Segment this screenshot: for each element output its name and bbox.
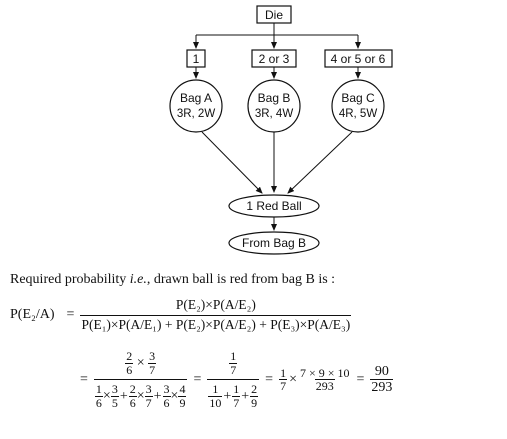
bag-a-content: 3R, 2W [177, 108, 215, 120]
formula-lhs: P(E₂/A) [10, 307, 55, 323]
formula-equals: = [66, 307, 75, 323]
calc-equals-4: = [356, 371, 365, 387]
formula-fraction: P(E₂)×P(A/E₂) P(E₁)×P(A/E₁) + P(E₂)×P(A/… [80, 297, 352, 333]
bag-c-name: Bag C [341, 91, 375, 105]
bayes-formula: P(E₂/A) = P(E₂)×P(A/E₂) P(E₁)×P(A/E₁) + … [10, 297, 352, 333]
answer-denominator: 293 [370, 379, 394, 396]
calc-equals-2: = [193, 371, 202, 387]
tree-diagram: Die 1 2 or 3 4 or 5 or 6 Bag A 3R, 2W Ba… [169, 5, 393, 255]
intro-part-a: Required probability [10, 272, 130, 287]
bag-c-content: 4R, 5W [339, 108, 377, 120]
final-answer: 90 293 [370, 363, 394, 396]
outcome-1-label: 1 [193, 52, 200, 66]
calc-equals-1: = [80, 371, 88, 387]
die-branches [193, 23, 361, 49]
outcome-2-label: 2 or 3 [259, 52, 290, 66]
outcome-to-bag-arrows [193, 67, 361, 79]
bag-to-event-arrows [201, 131, 353, 194]
bag-b-content: 3R, 4W [255, 108, 293, 120]
bag-c-node [331, 79, 385, 133]
intro-ie: i.e. [129, 272, 147, 287]
event-label: 1 Red Ball [246, 199, 301, 213]
calc-equals-3: = [265, 371, 274, 387]
bag-a-name: Bag A [180, 91, 212, 105]
formula-numerator: P(E₂)×P(A/E₂) [175, 297, 256, 312]
result-node [228, 231, 320, 255]
intro-part-b: , drawn ball is red from bag B is : [146, 272, 336, 287]
intro-sentence: Required probability i.e., drawn ball is… [10, 272, 335, 288]
die-label: Die [265, 8, 283, 22]
outcome-3-label: 4 or 5 or 6 [331, 52, 386, 66]
result-label: From Bag B [242, 236, 306, 250]
bag-b-name: Bag B [258, 91, 291, 105]
answer-numerator: 90 [374, 363, 389, 379]
formula-denominator: P(E₁)×P(A/E₁) + P(E₂)×P(A/E₂) + P(E₃)×P(… [80, 314, 352, 332]
bag-b-node [247, 79, 301, 133]
bag-a-node [169, 79, 223, 133]
